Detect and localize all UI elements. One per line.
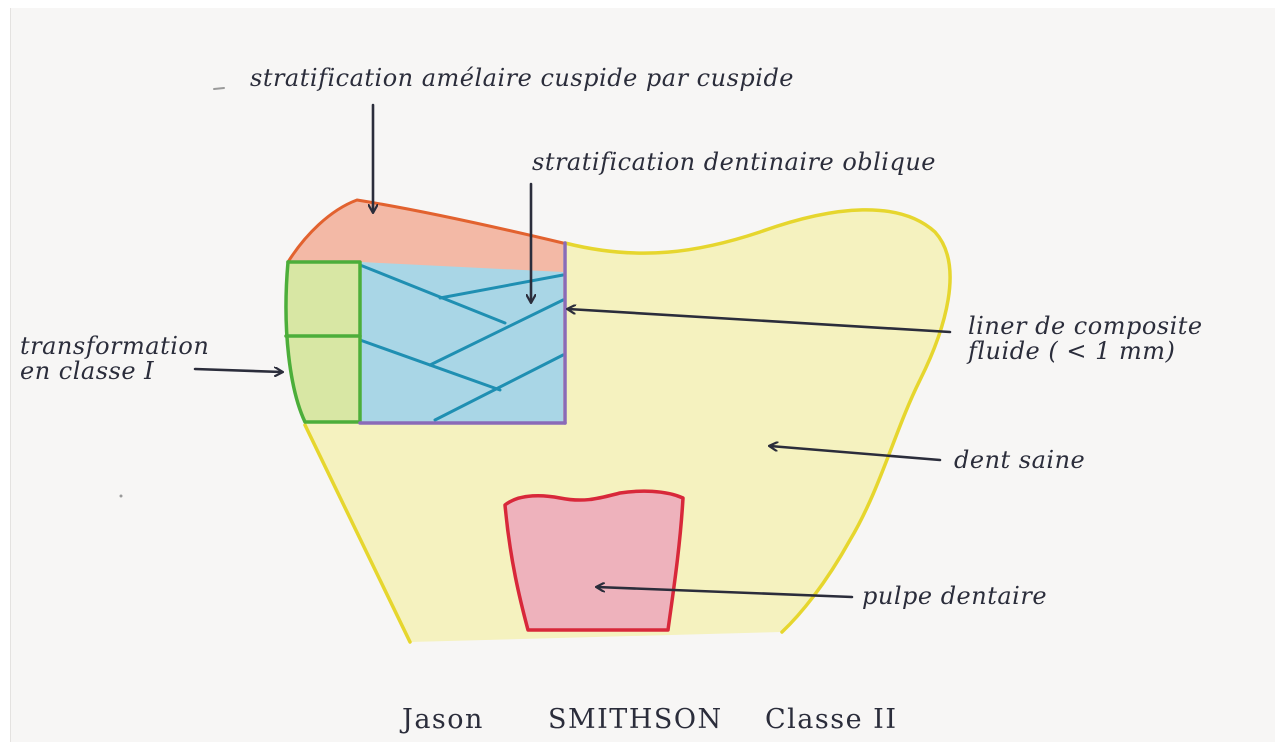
- flowable-liner-label-line-1: liner de composite: [968, 314, 1203, 339]
- dentin-layering-label: stratification dentinaire oblique: [532, 150, 936, 175]
- stray-mark: [214, 88, 224, 89]
- author-first-name: Jason: [402, 704, 484, 735]
- stray-dot: [120, 495, 123, 498]
- class-conversion-label-line-1: transformation: [20, 334, 209, 359]
- pulp-chamber: [505, 491, 683, 630]
- class-conversion-label: transformation en classe I: [20, 334, 209, 384]
- flowable-liner-label-line-2: fluide ( < 1 mm): [968, 339, 1203, 364]
- class-conversion-label-line-2: en classe I: [20, 359, 209, 384]
- class-name: Classe II: [765, 704, 898, 735]
- dental-pulp-label: pulpe dentaire: [862, 584, 1047, 609]
- author-last-name: SMITHSON: [548, 704, 723, 735]
- enamel-layering-label: stratification amélaire cuspide par cusp…: [250, 66, 794, 91]
- healthy-tooth-label: dent saine: [954, 448, 1085, 473]
- dentin-layer: [360, 262, 563, 422]
- flowable-liner-label: liner de composite fluide ( < 1 mm): [968, 314, 1203, 364]
